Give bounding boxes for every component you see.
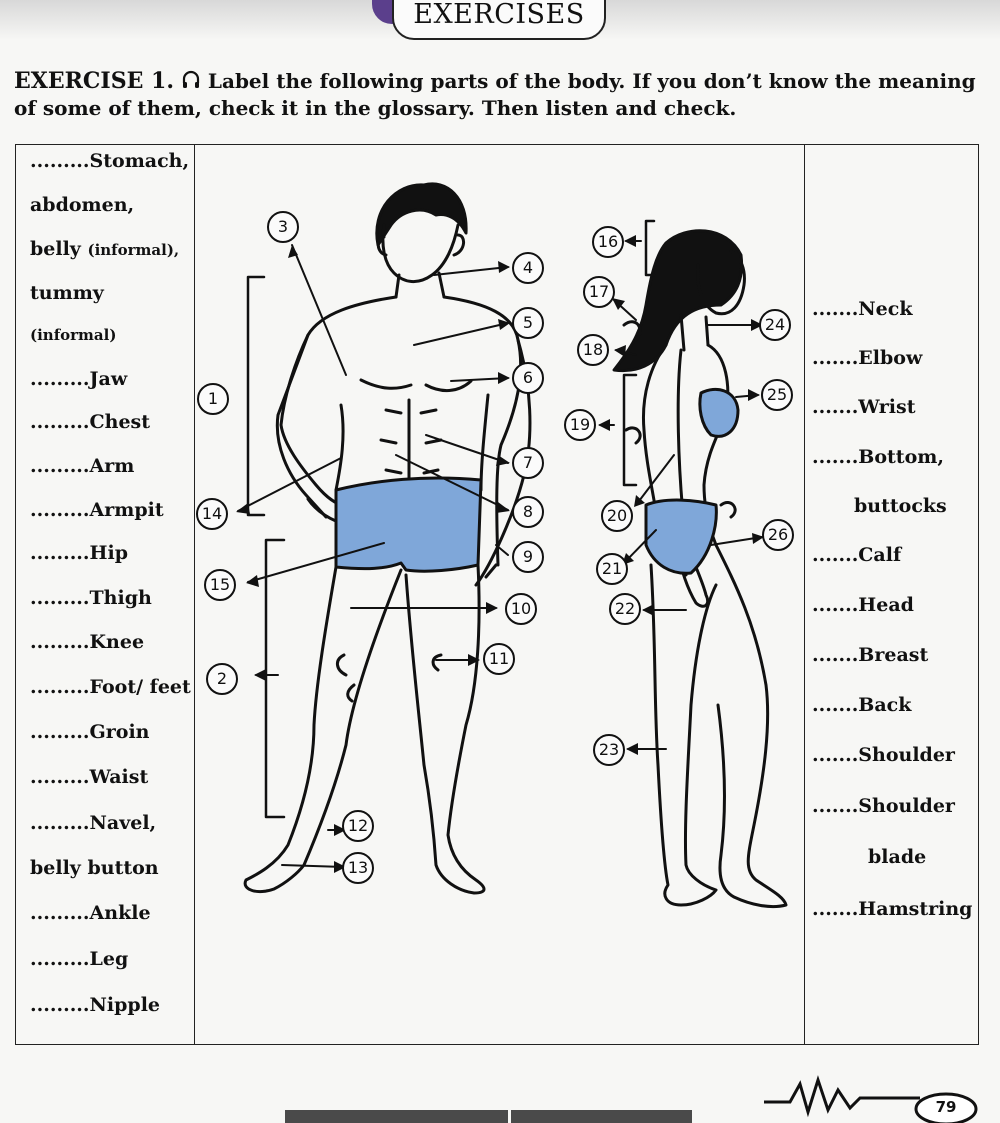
number-marker-3: 3 [267, 211, 299, 243]
number-marker-14: 14 [196, 498, 228, 530]
term-shoulder-blade: .......Shoulder [812, 795, 955, 817]
man-abs [379, 398, 443, 487]
woman-legs [649, 543, 788, 909]
number-marker-5: 5 [512, 307, 544, 339]
term-nipple: .........Nipple [30, 994, 160, 1016]
bottom-bar-right [511, 1110, 692, 1123]
term-belly: belly (informal), [30, 238, 180, 260]
woman-hair [612, 229, 744, 373]
term-jaw: .........Jaw [30, 368, 128, 390]
term-tummy: tummy [30, 282, 104, 304]
term-blade: blade [868, 846, 927, 868]
number-marker-15: 15 [204, 569, 236, 601]
term-navel: .........Navel, [30, 812, 157, 834]
number-marker-17: 17 [583, 276, 615, 308]
number-marker-6: 6 [512, 362, 544, 394]
number-marker-13: 13 [342, 852, 374, 884]
woman-bikini-top [698, 387, 740, 438]
exercise-frame [15, 144, 979, 1045]
column-divider-left [194, 144, 195, 1045]
woman-face [696, 249, 746, 316]
number-marker-26: 26 [762, 519, 794, 551]
term-tummy-note: (informal) [30, 326, 117, 344]
heartbeat-decoration [764, 1075, 978, 1123]
term-head: .......Head [812, 594, 914, 616]
bottom-bar-left [285, 1110, 508, 1123]
man-head [381, 223, 460, 283]
page-number: 79 [935, 1098, 957, 1116]
exercise-instruction: EXERCISE 1. Label the following parts of… [14, 68, 994, 122]
bracket-1 [246, 275, 266, 517]
section-title: EXERCISES [413, 0, 585, 30]
term-armpit: .........Armpit [30, 499, 164, 521]
man-ear-left [376, 235, 388, 257]
term-hamstring: .......Hamstring [812, 898, 973, 920]
number-marker-16: 16 [592, 226, 624, 258]
woman-neck [679, 313, 710, 352]
number-marker-25: 25 [761, 379, 793, 411]
number-marker-12: 12 [342, 810, 374, 842]
number-marker-2: 2 [206, 663, 238, 695]
number-marker-19: 19 [564, 409, 596, 441]
term-shoulder: .......Shoulder [812, 744, 955, 766]
man-hair [375, 182, 468, 247]
man-right-leg [404, 563, 486, 895]
term-belly-button: belly button [30, 857, 159, 879]
number-marker-22: 22 [609, 593, 641, 625]
term-stomach: .........Stomach, [30, 150, 190, 172]
number-marker-21: 21 [596, 553, 628, 585]
headphones-icon [182, 70, 200, 88]
term-waist: .........Waist [30, 766, 149, 788]
number-marker-20: 20 [601, 500, 633, 532]
term-elbow: .......Elbow [812, 347, 923, 369]
number-marker-24: 24 [759, 309, 791, 341]
term-foot: .........Foot/ feet [30, 676, 191, 698]
man-knee-marks [336, 653, 443, 703]
column-divider-right [804, 144, 805, 1045]
man-waist [334, 393, 490, 492]
woman-arm [674, 348, 710, 608]
number-marker-18: 18 [577, 334, 609, 366]
term-thigh: .........Thigh [30, 587, 152, 609]
woman-bikini-bottom [644, 498, 718, 575]
man-ear-right [452, 233, 465, 257]
term-neck: .......Neck [812, 298, 913, 320]
number-marker-4: 4 [512, 252, 544, 284]
term-hip: .........Hip [30, 542, 128, 564]
term-buttocks: buttocks [854, 495, 947, 517]
number-marker-7: 7 [512, 447, 544, 479]
term-groin: .........Groin [30, 721, 150, 743]
man-left-leg [243, 565, 403, 894]
bracket-16 [644, 219, 656, 277]
term-ankle: .........Ankle [30, 902, 151, 924]
exercise-number: EXERCISE 1. [14, 68, 174, 94]
number-marker-1: 1 [197, 383, 229, 415]
section-header: EXERCISES [392, 0, 606, 40]
term-calf: .......Calf [812, 544, 902, 566]
term-leg: .........Leg [30, 948, 129, 970]
number-marker-11: 11 [483, 643, 515, 675]
term-bottom: .......Bottom, [812, 446, 944, 468]
number-marker-9: 9 [512, 541, 544, 573]
body-illustration [236, 182, 788, 909]
number-marker-23: 23 [593, 734, 625, 766]
number-marker-10: 10 [505, 593, 537, 625]
bracket-19 [622, 373, 638, 487]
arrowheads [236, 235, 764, 873]
bracket-2 [264, 538, 286, 819]
term-abdomen: abdomen, [30, 194, 135, 216]
number-marker-8: 8 [512, 496, 544, 528]
term-back: .......Back [812, 694, 912, 716]
term-arm: .........Arm [30, 455, 135, 477]
man-chest [359, 378, 473, 392]
term-breast: .......Breast [812, 644, 929, 666]
man-neck [394, 271, 446, 299]
instruction-text: Label the following parts of the body. I… [14, 69, 976, 120]
term-knee: .........Knee [30, 631, 145, 653]
woman-bows [622, 320, 737, 519]
term-chest: .........Chest [30, 411, 151, 433]
man-trunks [334, 476, 483, 573]
term-wrist: .......Wrist [812, 396, 916, 418]
